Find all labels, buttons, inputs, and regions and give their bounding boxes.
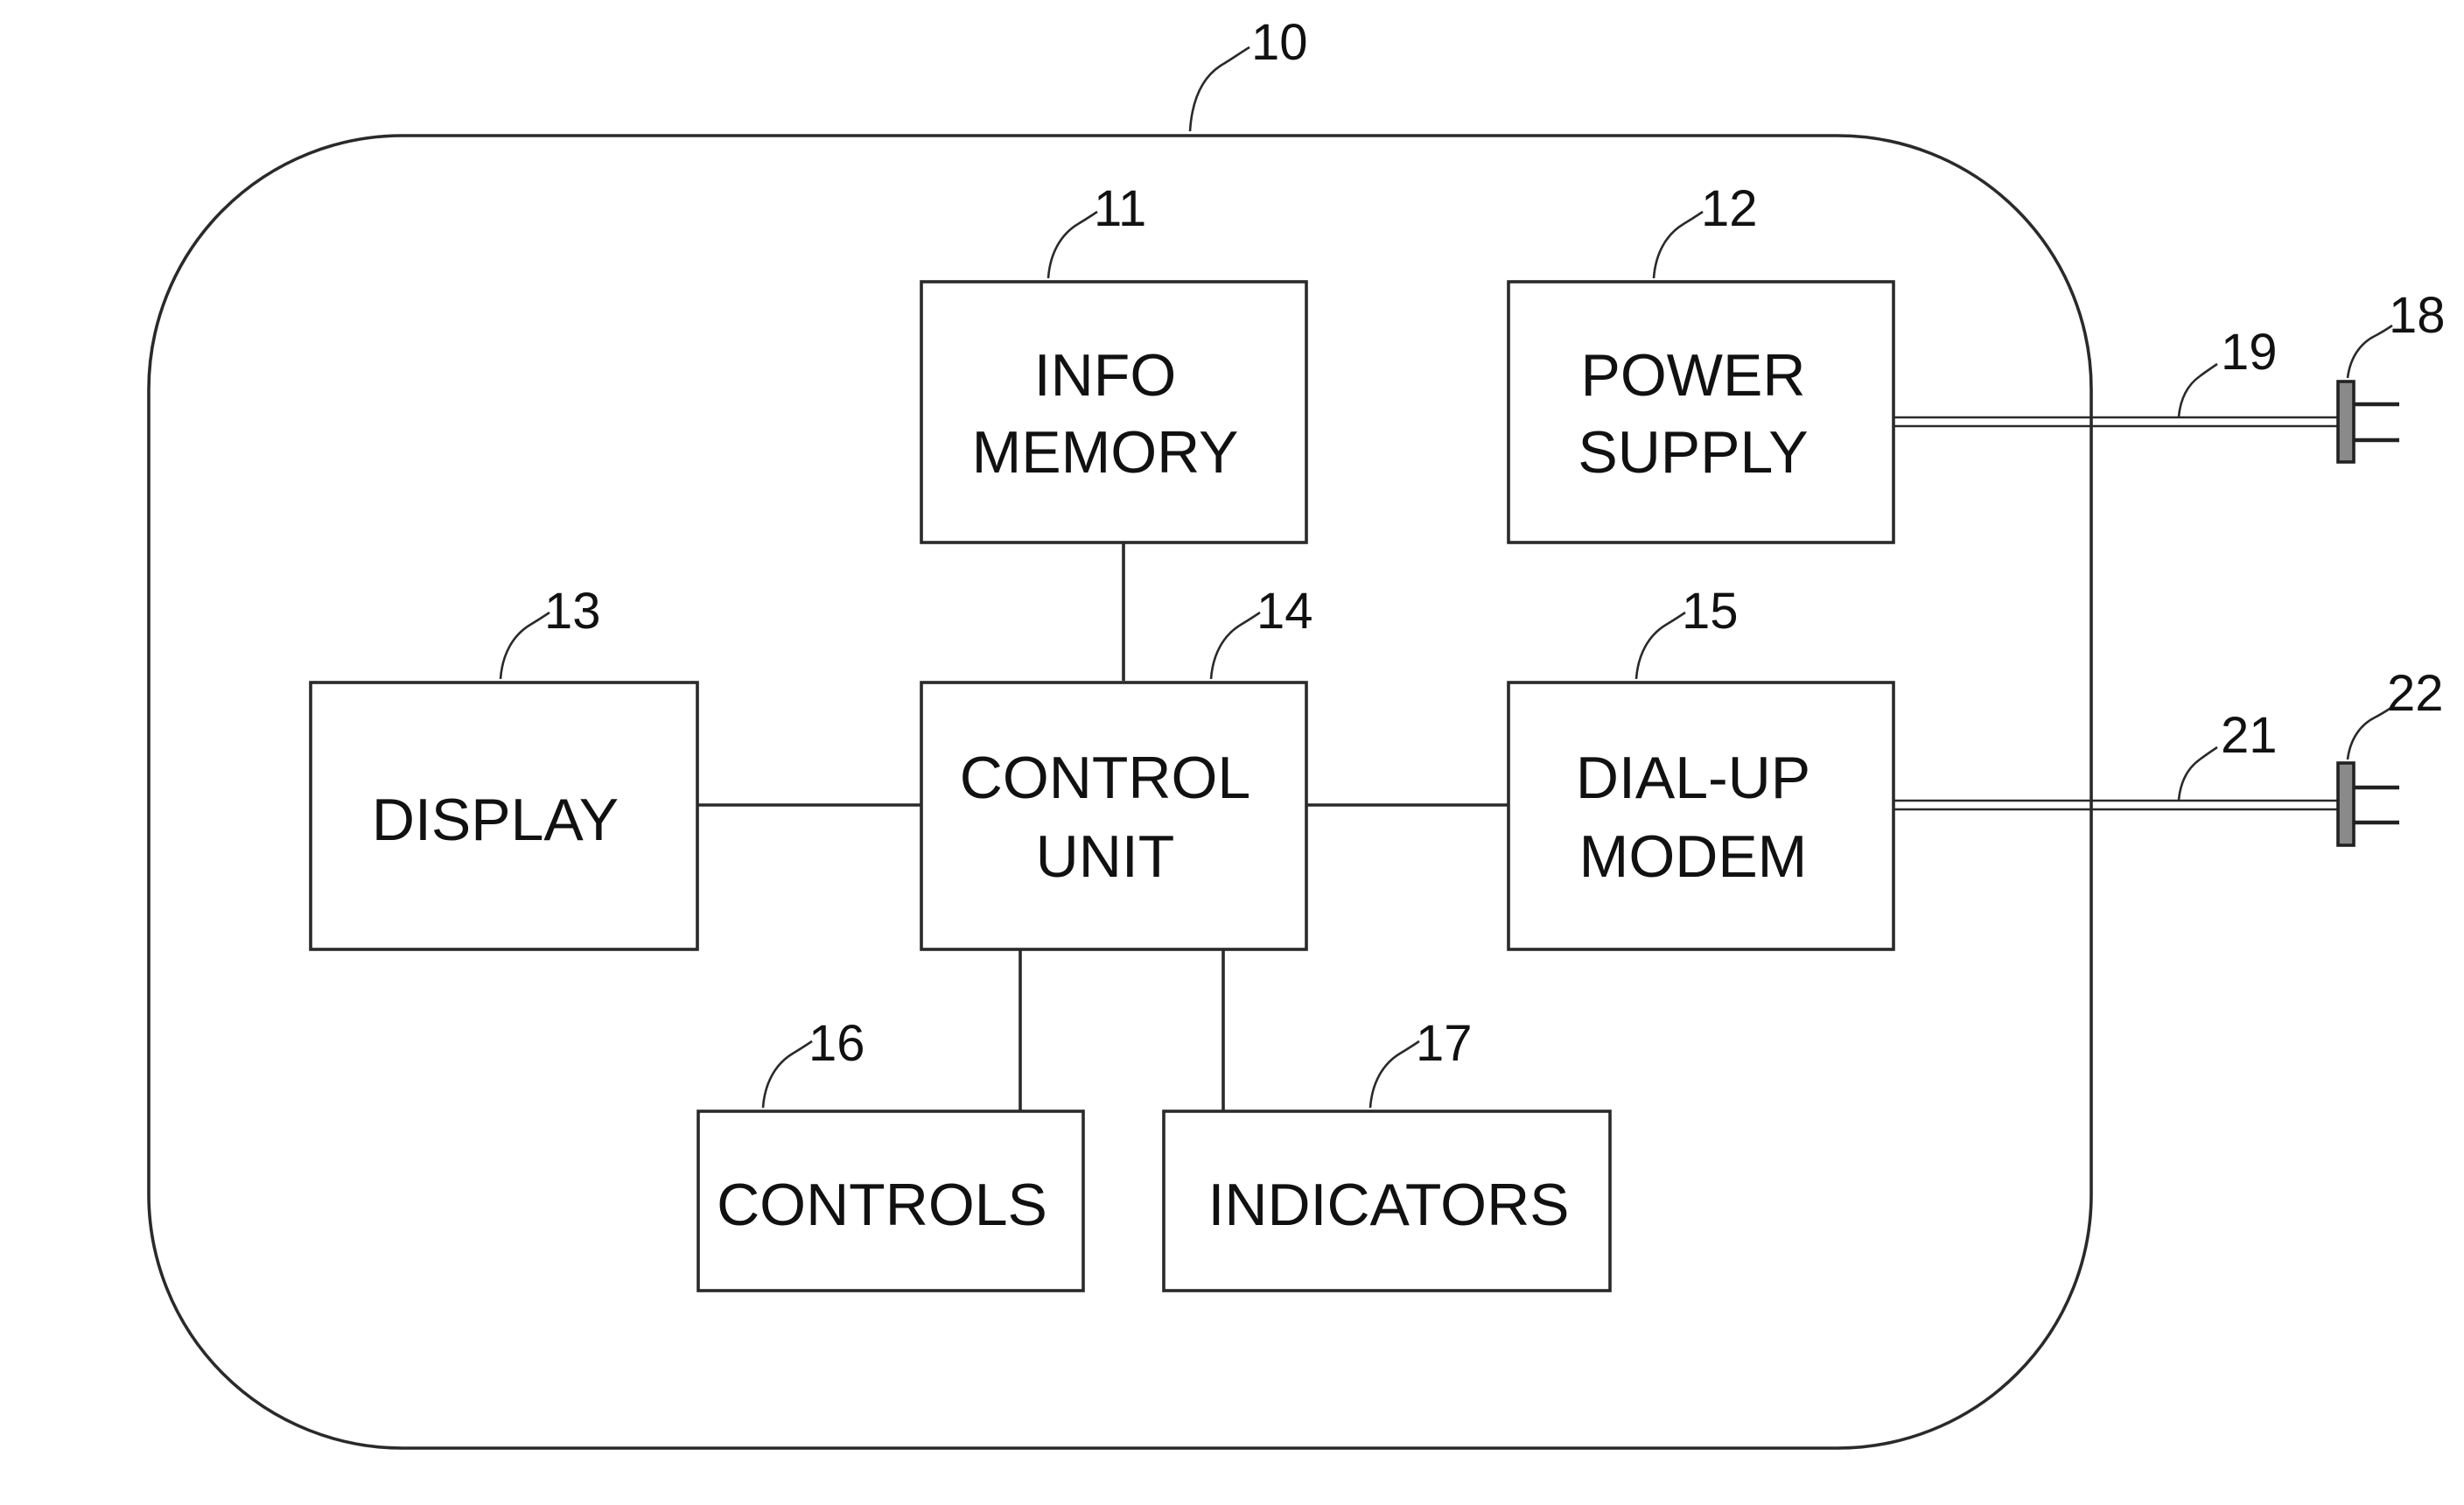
indicators-label: INDICATORS xyxy=(1208,1172,1569,1238)
control-unit-label-line2: UNIT xyxy=(1036,823,1175,890)
block-display: DISPLAY 13 xyxy=(311,583,697,949)
display-ref: 13 xyxy=(544,583,601,640)
dial-up-modem-label-line2: MODEM xyxy=(1579,823,1808,890)
block-power-supply: POWER SUPPLY 12 xyxy=(1508,180,1894,542)
block-info-memory: INFO MEMORY 11 xyxy=(921,180,1306,542)
control-unit-ref: 14 xyxy=(1256,583,1313,640)
power-plug-ref: 18 xyxy=(2389,287,2446,344)
controls-label: CONTROLS xyxy=(717,1172,1047,1238)
display-leader xyxy=(500,612,550,679)
display-label: DISPLAY xyxy=(372,787,619,853)
info-memory-box xyxy=(921,282,1306,542)
indicators-ref: 17 xyxy=(1416,1015,1473,1072)
indicators-leader xyxy=(1370,1041,1419,1108)
dial-up-modem-box xyxy=(1508,682,1894,949)
phone-plug-ref: 22 xyxy=(2387,665,2444,722)
info-memory-label-line1: INFO xyxy=(1034,342,1176,409)
block-indicators: INDICATORS 17 xyxy=(1164,1015,1610,1291)
power-plug-body xyxy=(2338,382,2354,462)
power-plug-leader xyxy=(2348,326,2392,378)
info-memory-label-line2: MEMORY xyxy=(972,419,1239,486)
control-unit-label-line1: CONTROL xyxy=(960,745,1250,811)
phone-cord-ref: 21 xyxy=(2221,707,2278,764)
control-unit-box xyxy=(921,682,1306,949)
dial-up-modem-label-line1: DIAL-UP xyxy=(1576,745,1810,811)
power-cord-ref: 19 xyxy=(2221,324,2278,381)
control-unit-leader xyxy=(1211,612,1260,679)
power-cord-leader xyxy=(2179,364,2217,416)
info-memory-leader xyxy=(1048,212,1097,278)
power-supply-ref: 12 xyxy=(1701,180,1758,237)
dial-up-modem-leader xyxy=(1636,612,1685,679)
power-supply-label-line2: SUPPLY xyxy=(1578,419,1808,486)
phone-connection: 21 22 xyxy=(1894,665,2444,845)
controls-ref: 16 xyxy=(808,1015,865,1072)
power-supply-leader xyxy=(1654,212,1703,278)
enclosure-ref: 10 xyxy=(1251,14,1308,71)
power-supply-label-line1: POWER xyxy=(1581,342,1806,409)
enclosure-leader xyxy=(1190,47,1250,131)
controls-leader xyxy=(763,1041,812,1108)
dial-up-modem-ref: 15 xyxy=(1682,583,1739,640)
block-control-unit: CONTROL UNIT 14 xyxy=(921,583,1313,949)
power-connection: 19 18 xyxy=(1894,287,2446,462)
info-memory-ref: 11 xyxy=(1094,180,1146,237)
phone-plug-leader xyxy=(2348,707,2392,760)
phone-cord-leader xyxy=(2179,747,2217,800)
block-dial-up-modem: DIAL-UP MODEM 15 xyxy=(1508,583,1894,949)
block-controls: CONTROLS 16 xyxy=(698,1015,1083,1291)
phone-plug-body xyxy=(2338,763,2354,845)
power-supply-box xyxy=(1508,282,1894,542)
